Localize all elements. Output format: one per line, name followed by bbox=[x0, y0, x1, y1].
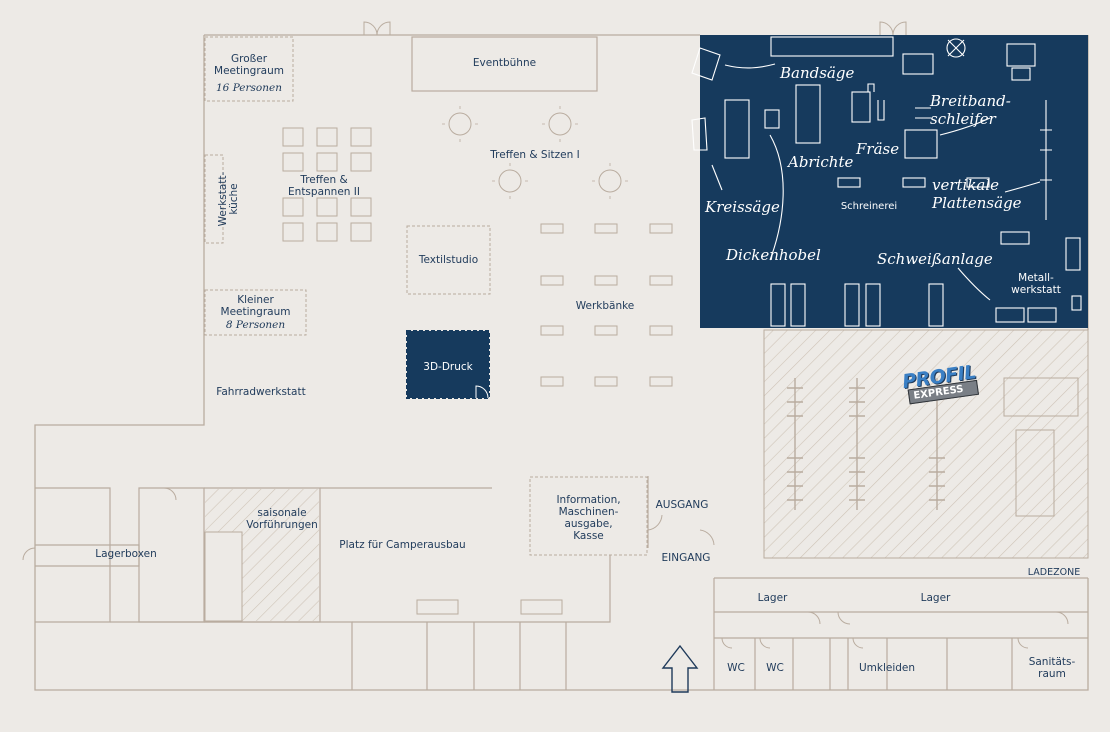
lager-label-1: Lager bbox=[757, 592, 788, 604]
meeting-large-label: Großer Meetingraum bbox=[214, 53, 284, 77]
entrance-arrow-icon bbox=[661, 644, 699, 693]
camperausbau-label: Platz für Camperausbau bbox=[339, 539, 466, 551]
information-desk bbox=[529, 476, 648, 556]
treffen-sitzen-label: Treffen & Sitzen I bbox=[490, 149, 580, 161]
druck3d-room bbox=[406, 330, 490, 399]
information-label: Information, Maschinen- ausgabe, Kasse bbox=[556, 494, 621, 542]
meeting-small-room bbox=[204, 289, 307, 336]
treffen-entspannen-label: Treffen & Entspannen II bbox=[288, 174, 360, 198]
abrichte-label: Abrichte bbox=[788, 153, 854, 171]
werkbaenke-label: Werkbänke bbox=[575, 300, 635, 312]
meeting-large-room bbox=[204, 36, 294, 102]
druck3d-label: 3D-Druck bbox=[423, 361, 473, 373]
eingang-label: EINGANG bbox=[661, 552, 711, 564]
meeting-small-label: Kleiner Meetingraum bbox=[220, 294, 291, 318]
dickenhobel-label: Dickenhobel bbox=[726, 246, 821, 264]
lounge-tables bbox=[282, 127, 372, 242]
saisonale-label: saisonale Vorführungen bbox=[246, 507, 318, 531]
round-tables bbox=[442, 106, 628, 199]
lager-label-2: Lager bbox=[920, 592, 951, 604]
wc-label-2: WC bbox=[766, 662, 784, 674]
textilstudio-room bbox=[406, 225, 491, 295]
lagerboxen-label: Lagerboxen bbox=[95, 548, 157, 560]
workbenches bbox=[540, 223, 673, 387]
eventbuehne-stage bbox=[411, 36, 598, 92]
eventbuehne-label: Eventbühne bbox=[472, 57, 537, 69]
bandsaege-label: Bandsäge bbox=[780, 64, 855, 82]
wc-label-1: WC bbox=[727, 662, 745, 674]
profilexpress-area bbox=[763, 329, 1089, 559]
werkstattkueche-label: Werkstatt- küche bbox=[217, 171, 240, 227]
meeting-small-capacity: 8 Personen bbox=[225, 319, 286, 331]
ausgang-label: AUSGANG bbox=[655, 499, 709, 511]
fahrradwerkstatt-label: Fahrradwerkstatt bbox=[216, 386, 306, 398]
textilstudio-label: Textilstudio bbox=[418, 254, 479, 266]
ladezone-label: LADEZONE bbox=[1027, 567, 1081, 578]
schweissanlage-label: Schweißanlage bbox=[877, 250, 993, 268]
fraese-label: Fräse bbox=[856, 140, 900, 158]
meeting-large-capacity: 16 Personen bbox=[216, 82, 282, 94]
kreissaege-label: Kreissäge bbox=[705, 198, 780, 216]
umkleiden-label: Umkleiden bbox=[858, 662, 916, 674]
door-icon bbox=[363, 21, 907, 36]
sanitaetsraum-label: Sanitäts- raum bbox=[1028, 656, 1076, 680]
machine-icon bbox=[691, 36, 1082, 327]
workshop-area bbox=[700, 35, 1088, 328]
interior-walls bbox=[35, 476, 1088, 690]
vertikale-plattensaege-label: vertikale Plattensäge bbox=[932, 176, 1022, 212]
breitbandschleifer-label: Breitband- schleifer bbox=[930, 92, 1011, 128]
schreinerei-label: Schreinerei bbox=[840, 201, 898, 212]
metallwerkstatt-label: Metall- werkstatt bbox=[1011, 272, 1061, 296]
